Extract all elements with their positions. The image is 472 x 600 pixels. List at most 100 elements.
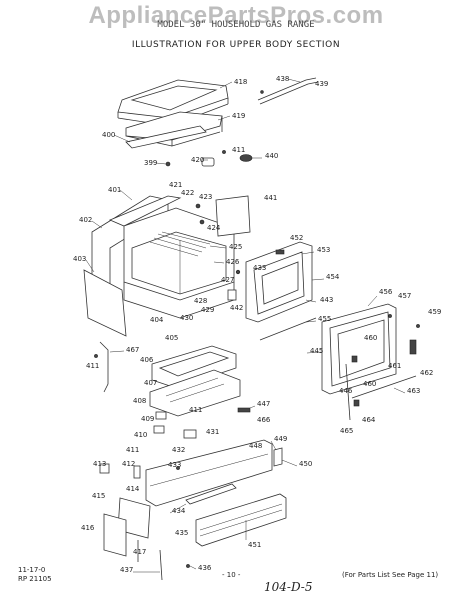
part-label-404: 404 xyxy=(150,316,164,324)
part-423-bolt xyxy=(195,203,201,209)
part-409-block xyxy=(155,411,167,420)
part-label-454: 454 xyxy=(326,273,340,281)
part-label-461: 461 xyxy=(388,362,401,370)
part-400-bracket xyxy=(125,125,207,149)
part-label-428: 428 xyxy=(194,297,207,305)
part-label-411: 411 xyxy=(189,406,202,414)
footer-date: 11-17-0 xyxy=(18,566,46,574)
part-412-clip xyxy=(133,465,141,479)
part-label-451: 451 xyxy=(248,541,261,549)
footer-code: RP 21105 xyxy=(18,575,52,583)
part-441-panel xyxy=(215,195,251,237)
part-label-442: 442 xyxy=(230,304,243,312)
part-label-467: 467 xyxy=(126,346,139,354)
part-label-463: 463 xyxy=(407,387,420,395)
part-439-rod xyxy=(257,77,319,105)
part-label-446: 446 xyxy=(339,387,353,395)
model-header: MODEL 30" HOUSEHOLD GAS RANGE xyxy=(157,20,315,30)
part-406-broiler-assembly xyxy=(149,345,241,417)
part-label-447: 447 xyxy=(257,400,270,408)
diagram-title: ILLUSTRATION FOR UPPER BODY SECTION xyxy=(131,40,341,50)
part-label-411: 411 xyxy=(86,362,99,370)
part-label-430: 430 xyxy=(180,314,193,322)
part-label-400: 400 xyxy=(102,131,115,139)
part-399-screw xyxy=(165,161,171,167)
part-463-strip xyxy=(351,375,417,399)
part-label-448: 448 xyxy=(249,442,262,450)
part-label-411: 411 xyxy=(126,446,139,454)
part-451-kick-panel xyxy=(195,493,287,547)
part-label-435: 435 xyxy=(175,529,188,537)
part-label-434: 434 xyxy=(172,507,186,515)
part-467-rod xyxy=(99,341,109,393)
part-label-440: 440 xyxy=(265,152,278,160)
watermark: AppliancePartsPros.com xyxy=(88,2,384,29)
part-label-449: 449 xyxy=(274,435,287,443)
part-437-pin xyxy=(159,549,163,581)
part-label-462: 462 xyxy=(420,369,433,377)
part-label-457: 457 xyxy=(398,292,411,300)
part-462-hinge xyxy=(409,339,417,355)
part-label-421: 421 xyxy=(169,181,182,189)
part-label-438: 438 xyxy=(276,75,289,83)
part-460-clip xyxy=(351,355,358,363)
part-label-418: 418 xyxy=(234,78,247,86)
footer-page-number: - 10 - xyxy=(222,571,241,579)
part-label-399: 399 xyxy=(144,159,157,167)
part-label-406: 406 xyxy=(140,356,154,364)
part-label-455: 455 xyxy=(318,315,331,323)
part-410-block xyxy=(153,425,165,434)
part-label-412: 412 xyxy=(122,460,135,468)
part-label-450: 450 xyxy=(299,460,312,468)
part-label-413: 413 xyxy=(93,460,106,468)
handwritten-note: 104-D-5 xyxy=(264,580,313,594)
part-label-414: 414 xyxy=(126,485,140,493)
part-448-panel xyxy=(145,439,273,507)
part-label-422: 422 xyxy=(181,189,194,197)
part-label-402: 402 xyxy=(79,216,92,224)
part-434-plate xyxy=(185,483,237,505)
part-457-screw xyxy=(388,314,392,318)
part-442-bracket xyxy=(227,289,237,301)
part-419-burner-box xyxy=(125,111,223,147)
part-label-443: 443 xyxy=(320,296,333,304)
footer-parts-list-note: (For Parts List See Page 11) xyxy=(342,571,439,579)
part-label-427: 427 xyxy=(221,276,234,284)
part-label-429: 429 xyxy=(201,306,214,314)
part-label-420: 420 xyxy=(191,156,204,164)
part-449-bracket xyxy=(273,447,283,467)
part-436-screw xyxy=(186,564,190,568)
part-label-425: 425 xyxy=(229,243,242,251)
part-label-436: 436 xyxy=(198,564,212,572)
part-447-strip xyxy=(237,407,251,413)
part-label-437: 437 xyxy=(120,566,133,574)
part-label-431: 431 xyxy=(206,428,219,436)
part-453-oven-door xyxy=(245,241,313,323)
part-label-459: 459 xyxy=(428,308,441,316)
part-433-screw xyxy=(176,466,180,470)
part-label-410: 410 xyxy=(134,431,147,439)
part-label-409: 409 xyxy=(141,415,154,423)
part-label-401: 401 xyxy=(108,186,121,194)
part-label-453: 453 xyxy=(317,246,330,254)
part-label-433: 433 xyxy=(168,461,181,469)
part-464-clip xyxy=(353,399,360,407)
part-445-inner-door xyxy=(321,303,397,395)
part-label-405: 405 xyxy=(165,334,178,342)
part-label-403: 403 xyxy=(73,255,86,263)
part-label-419: 419 xyxy=(232,112,245,120)
part-459-screw xyxy=(416,324,420,328)
part-label-423: 423 xyxy=(199,193,212,201)
part-424-bolt xyxy=(199,219,205,225)
part-label-424: 424 xyxy=(207,224,221,232)
part-label-417: 417 xyxy=(133,548,146,556)
part-label-445: 445 xyxy=(310,347,323,355)
part-label-456: 456 xyxy=(379,288,393,296)
part-411-screw xyxy=(222,150,226,154)
part-label-460: 460 xyxy=(363,380,376,388)
part-label-466: 466 xyxy=(257,416,271,424)
part-label-411: 411 xyxy=(232,146,245,154)
part-431-block xyxy=(183,429,197,439)
